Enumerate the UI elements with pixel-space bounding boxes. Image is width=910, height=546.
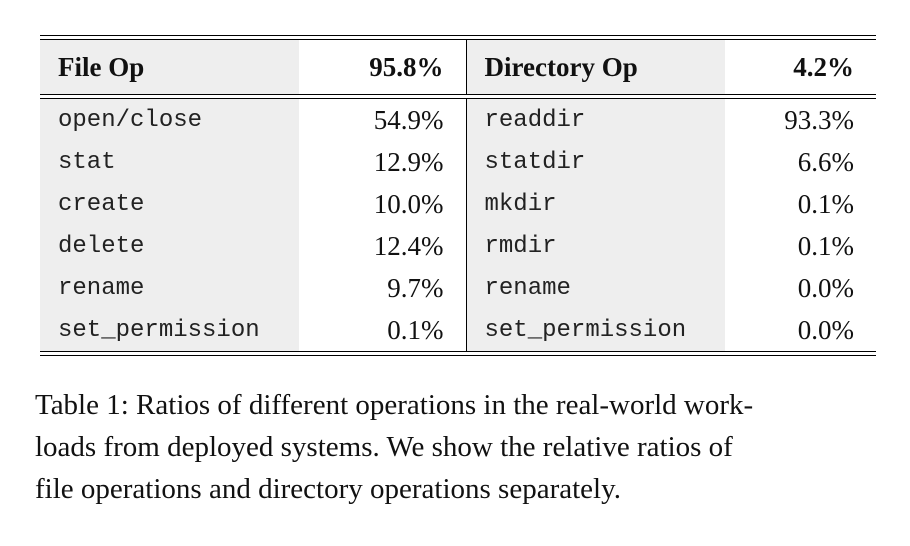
dir-pct-cell: 6.6% (797, 146, 854, 177)
file-op-cell: rename (40, 267, 299, 309)
header-dir-pct: 4.2% (793, 51, 854, 82)
mid-rule-2 (40, 98, 876, 99)
caption-line-3: file operations and directory operations… (35, 473, 621, 505)
dir-op-cell: mkdir (466, 183, 725, 225)
header-file-op: File Op (40, 40, 299, 94)
dir-op-cell: set_permission (466, 309, 725, 351)
dir-pct-cell: 0.1% (797, 230, 854, 261)
top-rule (40, 35, 876, 36)
file-pct-cell: 12.9% (299, 141, 467, 183)
file-op-cell: delete (40, 225, 299, 267)
file-pct-cell: 0.1% (299, 309, 467, 351)
dir-op-cell: readdir (466, 99, 725, 141)
header-table: File Op 95.8% Directory Op 4.2% (40, 40, 876, 94)
file-pct-cell: 12.4% (299, 225, 467, 267)
header-file-pct: 95.8% (299, 40, 467, 94)
mid-rule (40, 94, 876, 95)
body-table: open/close 54.9% readdir 93.3% stat 12.9… (40, 99, 876, 351)
file-op-cell: stat (40, 141, 299, 183)
dir-pct-cell: 0.0% (797, 314, 854, 345)
dir-pct-cell: 93.3% (784, 104, 854, 135)
header-dir-op: Directory Op (466, 40, 725, 94)
operations-table: File Op 95.8% Directory Op 4.2% open/clo… (40, 35, 876, 356)
table-row: delete 12.4% rmdir 0.1% (40, 225, 876, 267)
dir-op-cell: rmdir (466, 225, 725, 267)
bottom-rule-2 (40, 355, 876, 356)
header-row: File Op 95.8% Directory Op 4.2% (40, 40, 876, 94)
caption-line-2: loads from deployed systems. We show the… (35, 431, 733, 463)
table-row: create 10.0% mkdir 0.1% (40, 183, 876, 225)
table-row: rename 9.7% rename 0.0% (40, 267, 876, 309)
table-row: set_permission 0.1% set_permission 0.0% (40, 309, 876, 351)
caption-line-1: Table 1: Ratios of different operations … (35, 389, 754, 421)
dir-pct-cell: 0.0% (797, 272, 854, 303)
dir-pct-cell: 0.1% (797, 188, 854, 219)
table-caption: Table 1: Ratios of different operations … (35, 384, 880, 510)
table-row: stat 12.9% statdir 6.6% (40, 141, 876, 183)
file-pct-cell: 54.9% (299, 99, 467, 141)
file-pct-cell: 10.0% (299, 183, 467, 225)
dir-op-cell: statdir (466, 141, 725, 183)
file-pct-cell: 9.7% (299, 267, 467, 309)
dir-op-cell: rename (466, 267, 725, 309)
bottom-rule (40, 351, 876, 352)
file-op-cell: open/close (40, 99, 299, 141)
table-row: open/close 54.9% readdir 93.3% (40, 99, 876, 141)
file-op-cell: create (40, 183, 299, 225)
top-rule-2 (40, 39, 876, 40)
file-op-cell: set_permission (40, 309, 299, 351)
